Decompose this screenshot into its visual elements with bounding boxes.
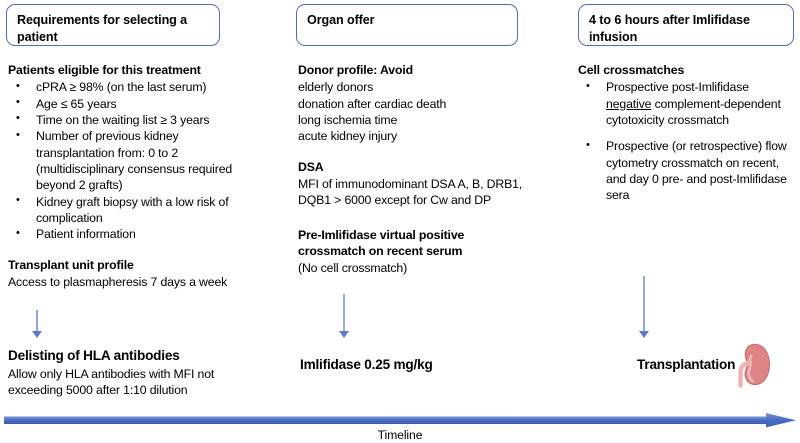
section-title-transplant-unit-profile: Transplant unit profile xyxy=(8,257,134,272)
cell-crossmatch-bullet-list: Prospective post-Imlifidase negative com… xyxy=(578,79,796,203)
list-item: Prospective post-Imlifidase negative com… xyxy=(578,79,796,128)
arrow-head xyxy=(339,331,349,338)
section-title-cell-crossmatches: Cell crossmatches xyxy=(578,63,685,77)
down-arrow-icon-column-3 xyxy=(637,276,651,338)
list-item: Prospective (or retrospective) flow cyto… xyxy=(578,138,796,203)
stage-header-requirements: Requirements for selecting a patient xyxy=(6,4,220,46)
column-requirements: Patients eligible for this treatment cPR… xyxy=(8,62,244,290)
outcome-delisting-detail: Allow only HLA antibodies with MFI not e… xyxy=(8,367,215,398)
section-title-donor-profile: Donor profile: Avoid xyxy=(298,63,413,77)
list-item: Kidney graft biopsy with a low risk of c… xyxy=(8,193,244,227)
arrow-shaft xyxy=(343,294,345,332)
section-title-dsa: DSA xyxy=(298,159,324,174)
list-item: cPRA ≥ 98% (on the last serum) xyxy=(8,79,244,95)
list-item: Number of previous kidney transplantatio… xyxy=(8,128,244,193)
section-body-donor-profile: elderly donors donation after cardiac de… xyxy=(298,80,447,144)
arrow-head xyxy=(639,331,649,338)
section-body-dsa: MFI of immunodominant DSA A, B, DRB1, DQ… xyxy=(298,176,523,208)
column-post-infusion: Cell crossmatches Prospective post-Imlif… xyxy=(578,62,796,214)
outcome-imlifidase-dose: Imlifidase 0.25 mg/kg xyxy=(300,357,433,372)
timeline-label: Timeline xyxy=(377,428,423,442)
stage-header-organ-offer: Organ offer xyxy=(296,4,518,46)
arrow-shaft xyxy=(643,276,645,332)
section-title-pre-imlifidase-crossmatch: Pre-Imlifidase virtual positive crossmat… xyxy=(298,227,465,258)
section-title-eligible-patients: Patients eligible for this treatment xyxy=(8,63,201,77)
outcome-transplantation: Transplantation xyxy=(637,357,736,372)
timeline-arrow-icon xyxy=(4,413,796,428)
list-item: Patient information xyxy=(8,226,244,242)
kidney-icon xyxy=(738,343,771,388)
arrow-shaft xyxy=(36,310,38,332)
list-item: Time on the waiting list ≥ 3 years xyxy=(8,111,244,128)
outcome-delisting-hla-antibodies: Delisting of HLA antibodies xyxy=(8,348,180,363)
section-body-pre-imlifidase-crossmatch: (No cell crossmatch) xyxy=(298,260,408,275)
list-item: Age ≤ 65 years xyxy=(8,95,244,112)
section-body-transplant-unit-profile: Access to plasmapheresis 7 days a week xyxy=(8,274,228,289)
column-organ-offer: Donor profile: Avoid elderly donors dona… xyxy=(298,62,526,276)
stage-header-post-infusion: 4 to 6 hours after Imlifidase infusion xyxy=(578,4,794,46)
bullet-text-prospective-cdc: Prospective post-Imlifidase negative com… xyxy=(606,80,781,127)
eligibility-bullet-list: cPRA ≥ 98% (on the last serum) Age ≤ 65 … xyxy=(8,79,244,242)
down-arrow-icon-column-2 xyxy=(337,294,351,338)
arrow-head xyxy=(32,331,42,338)
emphasis-negative: negative xyxy=(606,96,652,111)
down-arrow-icon-column-1 xyxy=(30,310,44,338)
